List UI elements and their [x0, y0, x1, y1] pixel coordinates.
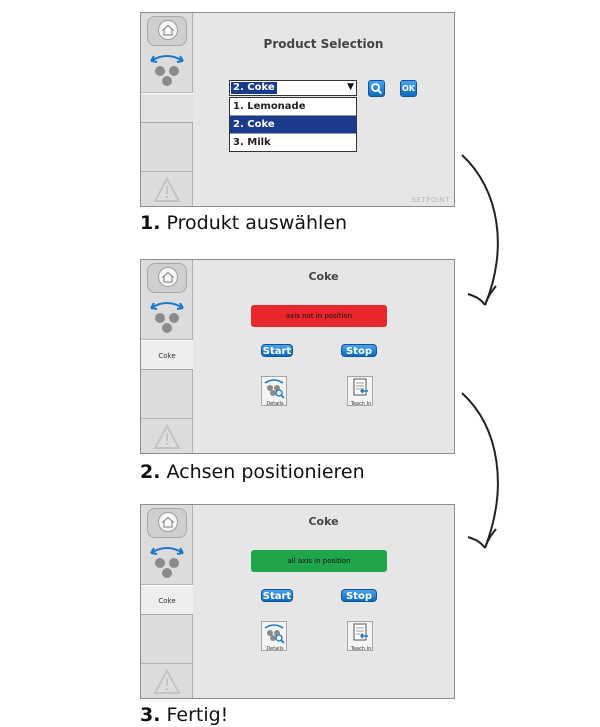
screen-done: Coke Coke all axis in position Start Sto… — [140, 504, 455, 699]
dropdown-list: 1. Lemonade 2. Coke 3. Milk — [229, 97, 357, 152]
warning-icon — [153, 668, 181, 694]
teach-in-icon — [353, 378, 368, 396]
screen-axis-positioning: Coke Coke axis not in position Start Sto… — [140, 259, 455, 454]
caption-step-1: 1. Produkt auswählen — [140, 212, 347, 234]
details-icon — [264, 379, 285, 399]
caption-number: 1. — [140, 212, 161, 234]
teach-in-label: Teach In — [350, 646, 372, 652]
sidebar-item-coke[interactable]: Coke — [141, 585, 193, 615]
warning-button[interactable] — [141, 171, 193, 208]
details-button[interactable]: Details — [261, 621, 287, 652]
arrow-icon — [461, 392, 499, 549]
ok-button[interactable]: OK — [400, 80, 417, 97]
details-label: Details — [266, 401, 284, 407]
page-title: Product Selection — [263, 37, 384, 51]
axis-icon — [150, 55, 184, 86]
dropdown-option[interactable]: 1. Lemonade — [230, 98, 356, 116]
axis-icon — [150, 302, 184, 333]
stop-button[interactable]: Stop — [341, 344, 377, 357]
sidebar: Coke — [141, 260, 193, 453]
product-dropdown[interactable]: 2. Coke ▼ — [229, 80, 357, 96]
dropdown-arrow-icon: ▼ — [347, 82, 354, 92]
teach-in-button[interactable]: Teach In — [347, 621, 373, 652]
teach-in-icon — [353, 623, 368, 641]
caption-text: Produkt auswählen — [160, 212, 348, 234]
sidebar — [141, 13, 193, 206]
details-button[interactable]: Details — [261, 376, 287, 407]
dropdown-option-selected[interactable]: 2. Coke — [230, 116, 356, 134]
page-title: Coke — [308, 515, 339, 528]
axis-button[interactable] — [141, 294, 193, 340]
warning-button[interactable] — [141, 418, 193, 455]
home-icon — [158, 512, 178, 532]
home-icon — [158, 267, 178, 287]
search-button[interactable] — [368, 80, 385, 97]
watermark: SETPOINT — [411, 196, 450, 204]
teach-in-label: Teach In — [350, 401, 372, 407]
home-button[interactable] — [147, 263, 187, 293]
dropdown-option[interactable]: 3. Milk — [233, 137, 271, 148]
details-icon — [264, 624, 285, 644]
details-label: Details — [266, 646, 284, 652]
caption-step-3: 3. Fertig! — [140, 704, 228, 726]
teach-in-button[interactable]: Teach In — [347, 376, 373, 407]
sidebar-item-coke[interactable]: Coke — [141, 340, 193, 370]
start-button[interactable]: Start — [261, 589, 293, 602]
sidebar-item-empty[interactable] — [141, 93, 193, 123]
home-button[interactable] — [147, 508, 187, 538]
warning-button[interactable] — [141, 663, 193, 700]
dropdown-value: 2. Coke — [231, 82, 277, 94]
sidebar: Coke — [141, 505, 193, 698]
warning-icon — [153, 176, 181, 202]
home-icon — [158, 20, 178, 40]
search-icon — [371, 83, 383, 95]
screen-product-selection: Product Selection 2. Coke ▼ 1. Lemonade … — [140, 12, 455, 207]
axis-icon — [150, 547, 184, 578]
axis-button[interactable] — [141, 539, 193, 585]
status-banner: all axis in position — [251, 550, 387, 572]
caption-step-2: 2. Achsen positionieren — [140, 461, 365, 483]
start-button[interactable]: Start — [261, 344, 293, 357]
caption-number: 3. — [140, 704, 161, 726]
caption-text: Achsen positionieren — [160, 461, 365, 483]
status-banner: axis not in position — [251, 305, 387, 327]
stop-button[interactable]: Stop — [341, 589, 377, 602]
axis-button[interactable] — [141, 47, 193, 93]
warning-icon — [153, 423, 181, 449]
page-title: Coke — [308, 270, 339, 283]
caption-text: Fertig! — [160, 704, 229, 726]
arrow-icon — [461, 154, 499, 306]
home-button[interactable] — [147, 16, 187, 46]
caption-number: 2. — [140, 461, 161, 483]
